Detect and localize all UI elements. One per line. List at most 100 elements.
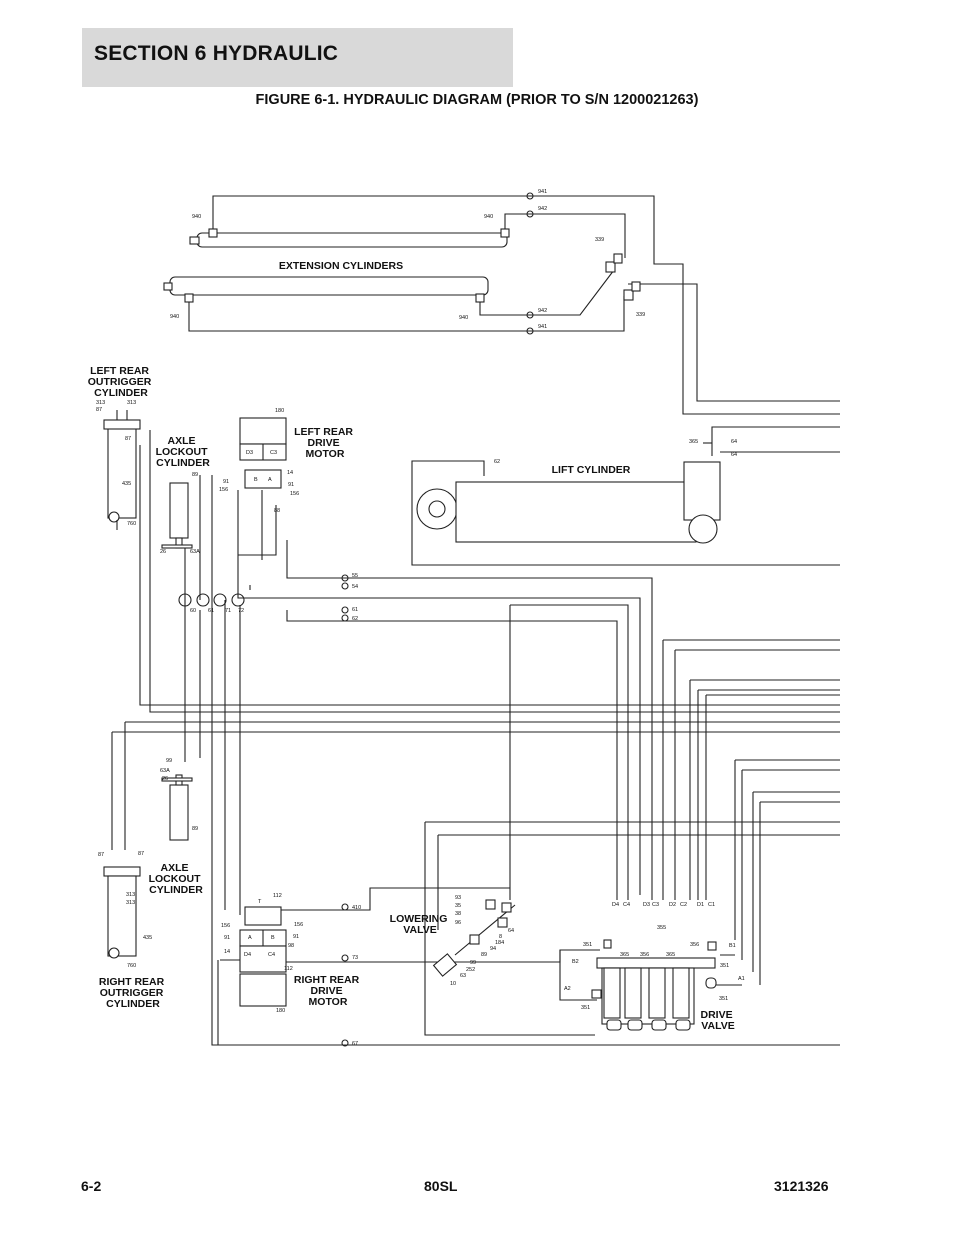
svg-text:8: 8 (499, 934, 502, 940)
svg-text:940: 940 (192, 214, 201, 220)
svg-text:71: 71 (225, 608, 231, 614)
svg-text:T: T (258, 899, 262, 905)
svg-text:C4: C4 (268, 952, 275, 958)
svg-text:99: 99 (166, 758, 172, 764)
left-rear-outrigger-label: LEFT REAR OUTRIGGER CYLINDER (88, 365, 155, 399)
svg-text:14: 14 (287, 470, 293, 476)
left-rear-outrigger-cylinder: LEFT REAR OUTRIGGER CYLINDER (88, 365, 155, 523)
svg-text:112: 112 (284, 966, 293, 972)
svg-text:B2: B2 (572, 959, 579, 965)
footer-page-number: 6-2 (81, 1178, 102, 1194)
svg-text:61: 61 (352, 607, 358, 613)
svg-text:184: 184 (495, 940, 504, 946)
svg-text:339: 339 (636, 312, 645, 318)
svg-text:61: 61 (208, 608, 214, 614)
svg-text:64: 64 (508, 928, 514, 934)
svg-text:60: 60 (190, 608, 196, 614)
svg-text:339: 339 (595, 237, 604, 243)
svg-text:351: 351 (583, 942, 592, 948)
lowering-valve: LOWERING VALVE (390, 899, 516, 977)
extension-cylinders: EXTENSION CYLINDERS (163, 228, 510, 303)
extension-hoses (188, 195, 840, 415)
svg-text:356: 356 (690, 942, 699, 948)
svg-text:88: 88 (274, 508, 280, 514)
right-rear-drive-motor-label: RIGHT REAR DRIVE MOTOR (294, 974, 362, 1008)
svg-text:91: 91 (293, 934, 299, 940)
footer-model: 80SL (424, 1178, 458, 1194)
svg-text:54: 54 (352, 584, 358, 590)
svg-text:94: 94 (490, 946, 496, 952)
svg-text:93: 93 (455, 895, 461, 901)
svg-text:156: 156 (294, 922, 303, 928)
svg-text:940: 940 (170, 314, 179, 320)
svg-text:365: 365 (689, 439, 698, 445)
figure-title: FIGURE 6-1. HYDRAULIC DIAGRAM (PRIOR TO … (255, 92, 699, 108)
svg-text:156: 156 (221, 923, 230, 929)
svg-text:D1: D1 (697, 902, 704, 908)
footer-doc-number: 3121326 (774, 1178, 829, 1194)
svg-text:87: 87 (98, 852, 104, 858)
svg-text:B1: B1 (729, 943, 736, 949)
svg-text:356: 356 (640, 952, 649, 958)
svg-text:38: 38 (455, 911, 461, 917)
svg-text:C3: C3 (270, 450, 277, 456)
svg-text:87: 87 (138, 851, 144, 857)
svg-text:180: 180 (275, 408, 284, 414)
svg-text:A: A (268, 477, 272, 483)
svg-text:91: 91 (224, 935, 230, 941)
drive-valve: DRIVE VALVE (591, 939, 735, 1032)
svg-text:89: 89 (481, 952, 487, 958)
svg-text:B: B (254, 477, 258, 483)
svg-text:67: 67 (352, 1041, 358, 1047)
svg-text:313: 313 (96, 400, 105, 406)
callout-numbers: 941 942 940 940 339 940 940 942 941 339 … (96, 189, 745, 1047)
svg-text:180: 180 (276, 1008, 285, 1014)
main-hose-lines (111, 410, 840, 1046)
svg-text:313: 313 (126, 892, 135, 898)
svg-text:63A: 63A (190, 549, 200, 555)
svg-text:365: 365 (666, 952, 675, 958)
axle-lockout-bottom-label: AXLE LOCKOUT CYLINDER (149, 862, 204, 896)
svg-text:A1: A1 (738, 976, 745, 982)
svg-text:C4: C4 (623, 902, 630, 908)
svg-text:B: B (271, 935, 275, 941)
svg-text:252: 252 (466, 967, 475, 973)
svg-text:64: 64 (731, 452, 737, 458)
left-rear-drive-motor-label: LEFT REAR DRIVE MOTOR (294, 426, 356, 460)
svg-text:26: 26 (160, 549, 166, 555)
svg-text:63A: 63A (160, 768, 170, 774)
svg-text:365: 365 (620, 952, 629, 958)
svg-text:941: 941 (538, 324, 547, 330)
svg-text:760: 760 (127, 963, 136, 969)
drive-valve-label: DRIVE VALVE (700, 1009, 735, 1032)
svg-text:D4: D4 (244, 952, 251, 958)
svg-text:10: 10 (450, 981, 456, 987)
axle-lockout-cylinder-top: AXLE LOCKOUT CYLINDER (156, 435, 210, 549)
svg-text:26: 26 (162, 776, 168, 782)
right-rear-outrigger-label: RIGHT REAR OUTRIGGER CYLINDER (99, 976, 167, 1010)
svg-text:156: 156 (290, 491, 299, 497)
svg-text:63: 63 (460, 973, 466, 979)
right-rear-outrigger-cylinder: RIGHT REAR OUTRIGGER CYLINDER (99, 866, 167, 1010)
manifold-339 (605, 253, 641, 301)
extension-cylinders-label: EXTENSION CYLINDERS (279, 260, 403, 272)
right-rear-drive-motor: RIGHT REAR DRIVE MOTOR (239, 906, 362, 1008)
lift-cylinder: LIFT CYLINDER (416, 461, 721, 544)
svg-text:351: 351 (720, 963, 729, 969)
svg-text:87: 87 (96, 407, 102, 413)
svg-text:64: 64 (731, 439, 737, 445)
svg-text:C1: C1 (708, 902, 715, 908)
left-rear-drive-motor: LEFT REAR DRIVE MOTOR (239, 417, 356, 489)
lift-cylinder-label: LIFT CYLINDER (552, 464, 631, 476)
svg-text:355: 355 (657, 925, 666, 931)
svg-text:942: 942 (538, 206, 547, 212)
axle-lockout-cylinder-bottom: AXLE LOCKOUT CYLINDER (149, 774, 204, 896)
svg-text:55: 55 (352, 573, 358, 579)
svg-text:72: 72 (238, 608, 244, 614)
svg-text:313: 313 (127, 400, 136, 406)
svg-text:14: 14 (224, 949, 230, 955)
lift-hoses (411, 426, 840, 566)
svg-text:98: 98 (288, 943, 294, 949)
svg-text:D3: D3 (643, 902, 650, 908)
